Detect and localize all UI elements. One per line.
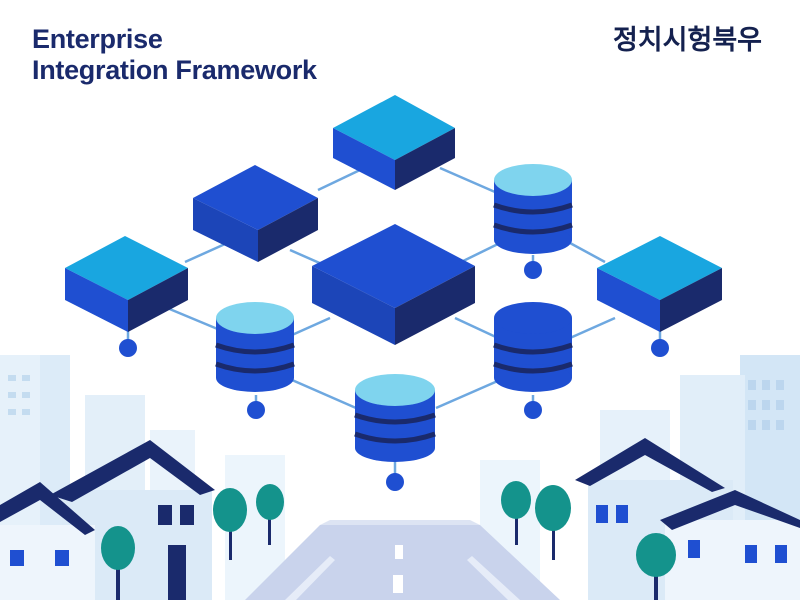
trees-left xyxy=(101,484,284,600)
brand-logo-text: 정치시헝북우 xyxy=(612,25,762,56)
house-right-front xyxy=(660,490,800,600)
page-title: Enterprise Integration Framework xyxy=(32,24,317,86)
database-left xyxy=(215,302,295,392)
database-upper-right xyxy=(493,164,573,254)
road xyxy=(245,520,560,600)
house-left-front xyxy=(0,482,95,600)
database-right xyxy=(493,302,573,392)
trees-right xyxy=(501,481,676,600)
database-bottom xyxy=(354,374,436,462)
connector-dots xyxy=(119,261,669,491)
title-line-1: Enterprise xyxy=(32,24,163,54)
cube-center xyxy=(312,224,475,345)
cube-right xyxy=(597,236,722,332)
title-line-2: Integration Framework xyxy=(32,55,317,85)
cube-upper-left xyxy=(193,165,318,262)
cube-left xyxy=(65,236,188,332)
cube-top xyxy=(333,95,455,190)
